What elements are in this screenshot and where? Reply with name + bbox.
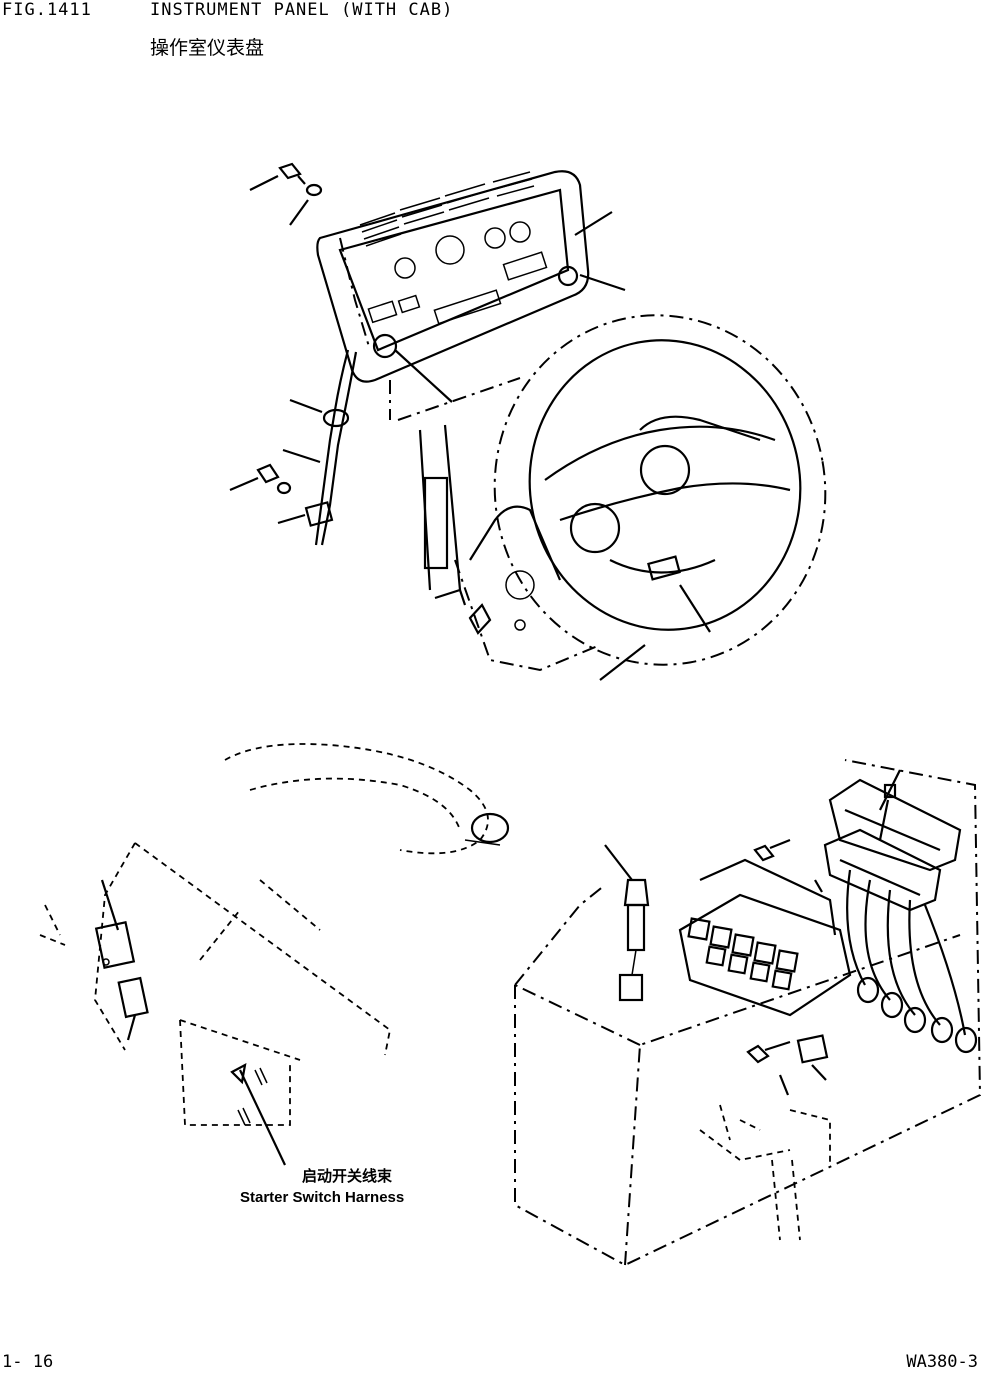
starter-switch-harness-label-en: Starter Switch Harness xyxy=(240,1189,405,1206)
figure-title-en: INSTRUMENT PANEL (WITH CAB) xyxy=(150,0,454,20)
relay-panel-view xyxy=(514,759,982,1267)
figure-title-cn: 操作室仪表盘 xyxy=(150,37,265,59)
figure-number: FIG.1411 xyxy=(2,0,92,20)
page-number: 1- 16 xyxy=(2,1352,54,1372)
starter-switch-harness-label-cn: 启动开关线束 xyxy=(302,1167,393,1185)
instrument-panel-assembly xyxy=(229,162,626,546)
starter-switch-harness-view xyxy=(39,743,510,1166)
model-number: WA380-3 xyxy=(906,1352,978,1372)
steering-wheel xyxy=(418,314,827,681)
